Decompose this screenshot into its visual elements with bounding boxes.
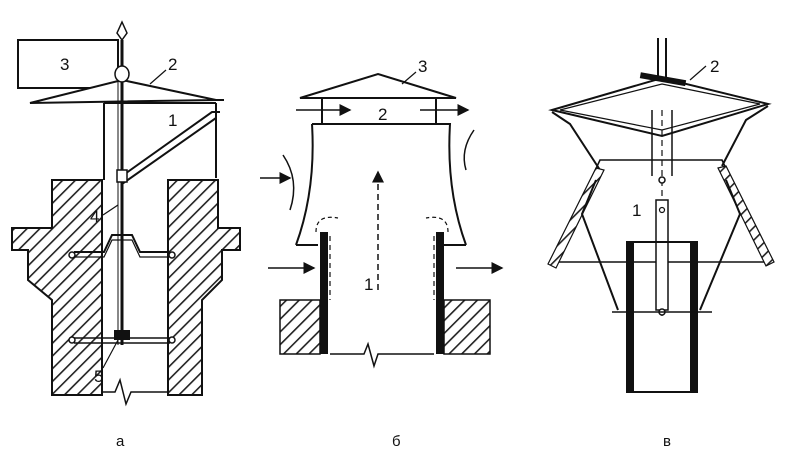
- label-a-4: 4: [90, 207, 99, 226]
- ball-joint: [114, 65, 130, 83]
- thrust-bearing: [114, 330, 130, 340]
- finial: [116, 20, 128, 42]
- pipe-right-wall: [690, 242, 698, 392]
- flue-pipe-right-wall: [436, 232, 444, 354]
- flue-pipe-left-wall: [320, 232, 328, 354]
- label-a-1: 1: [168, 111, 177, 130]
- label-c-2: 2: [710, 57, 719, 76]
- break-line: [102, 377, 168, 407]
- label-a-5: 5: [94, 367, 103, 386]
- label-a-2: 2: [168, 55, 177, 74]
- pipe-left-wall: [626, 242, 634, 392]
- chimney-masonry-left: [279, 299, 321, 355]
- caption-c: в: [663, 433, 671, 450]
- label-b-3: 3: [418, 57, 427, 76]
- cap-head: [299, 72, 457, 99]
- label-c-1: 1: [632, 201, 641, 220]
- chimney-wall-left: [11, 179, 103, 396]
- label-b-1: 1: [364, 275, 373, 294]
- figure-b: 3 2 1 б: [260, 57, 504, 450]
- figure-a: 3 2 1 4 5 а: [11, 20, 241, 450]
- cone-side-right: [717, 165, 775, 267]
- caption-a: а: [116, 433, 125, 450]
- label-b-2: 2: [378, 105, 387, 124]
- caption-b: б: [392, 433, 401, 450]
- top-cone: [548, 76, 772, 138]
- chimney-wall-right: [167, 179, 241, 396]
- diffuser: [295, 123, 467, 246]
- label-a-3: 3: [60, 55, 69, 74]
- bearing-bracket: [74, 234, 170, 253]
- chimney-masonry-right: [443, 299, 491, 355]
- figure-c: 2 1 в: [547, 38, 775, 450]
